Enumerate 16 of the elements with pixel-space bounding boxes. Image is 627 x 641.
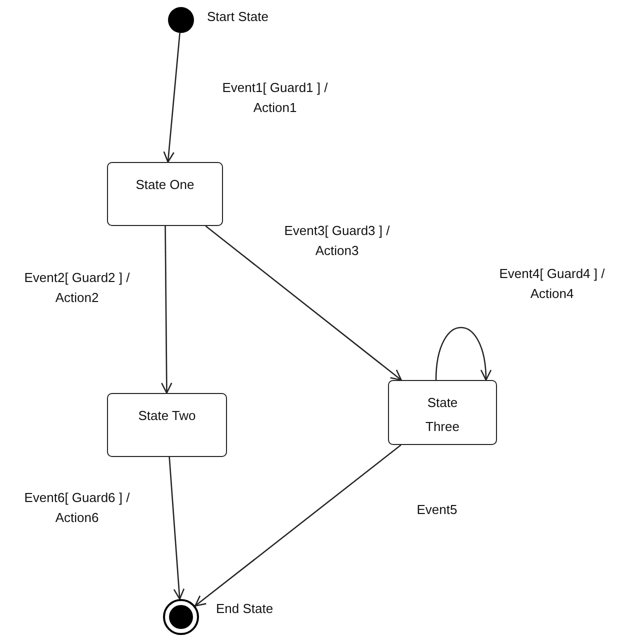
state-name: State Two xyxy=(137,407,197,425)
state-name: State One xyxy=(134,176,196,194)
transition-arrow xyxy=(168,456,185,600)
state-name: State Three xyxy=(424,394,460,436)
initial-state-dot xyxy=(168,7,194,33)
state-box xyxy=(388,380,497,445)
transition-arrow xyxy=(160,226,172,394)
transition-arrow xyxy=(205,225,402,381)
state-box xyxy=(107,393,227,457)
transition-arrow xyxy=(435,327,492,381)
state-box xyxy=(107,162,223,226)
state-label: End State xyxy=(216,601,274,616)
state-label: Start State xyxy=(207,9,268,24)
final-state-symbol xyxy=(163,599,199,635)
transition-arrow xyxy=(163,32,180,163)
transition-arrow xyxy=(194,444,402,607)
